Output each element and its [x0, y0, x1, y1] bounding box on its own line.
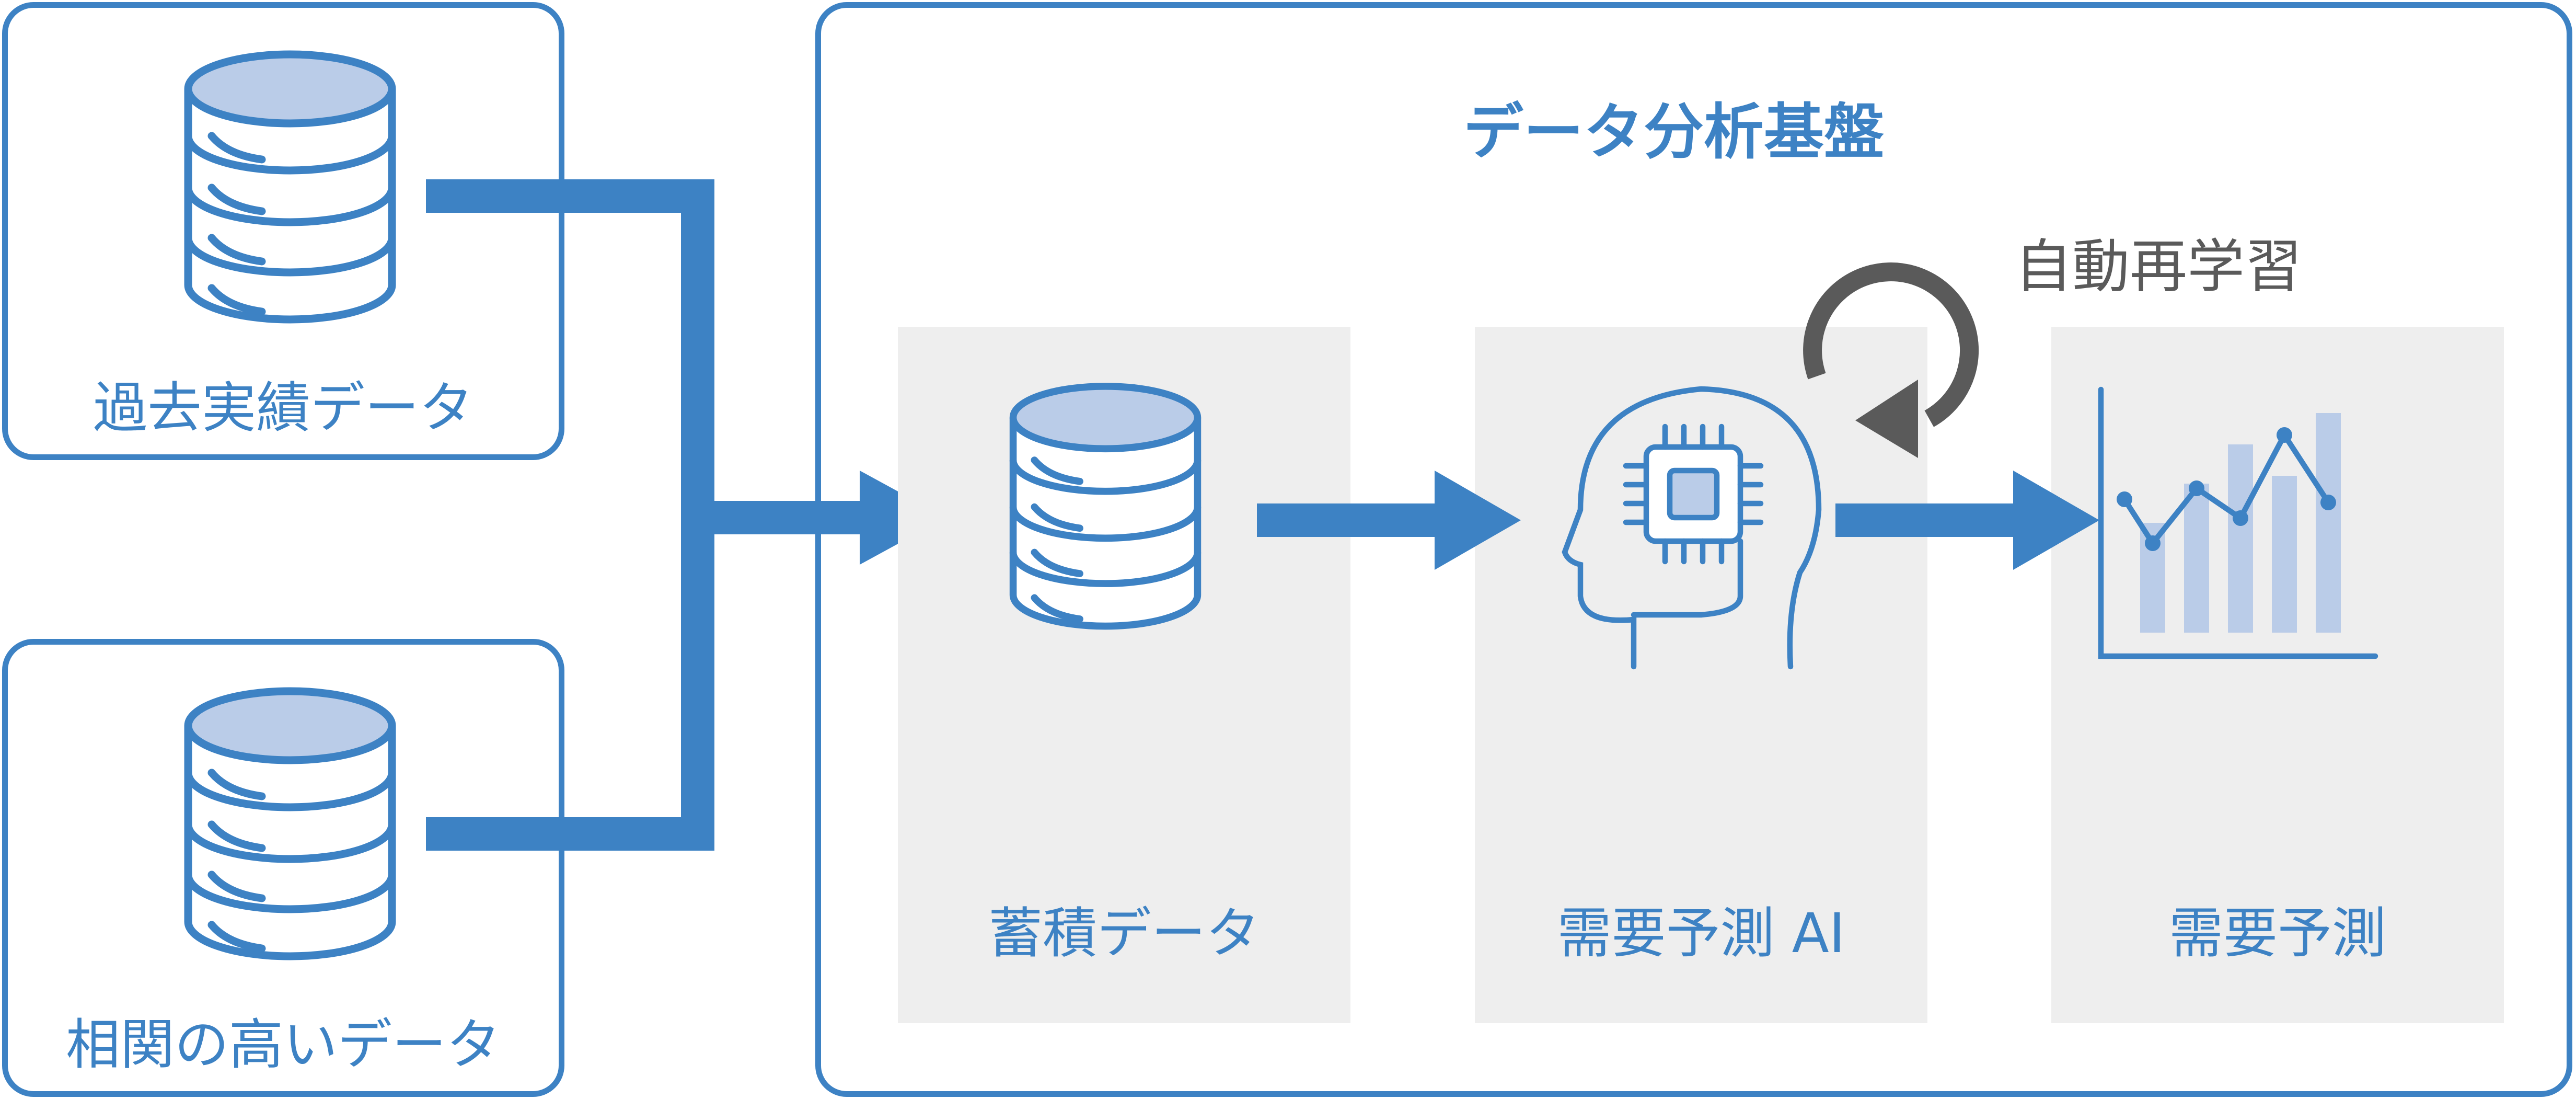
data-platform-box — [815, 2, 2572, 1097]
ai-head-chip-icon — [1562, 386, 1822, 670]
database-icon — [1009, 383, 1202, 630]
source-box-past-data: 過去実績データ — [2, 2, 564, 460]
database-icon — [184, 687, 396, 960]
cycle-arrow-icon — [1803, 262, 1979, 458]
forecast-point — [2233, 510, 2248, 526]
forecast-point — [2145, 535, 2161, 551]
forecast-bar — [2272, 476, 2297, 633]
forecast-chart-icon — [2098, 386, 2378, 659]
platform-title: データ分析基盤 — [1463, 97, 1885, 167]
forecast-point — [2277, 427, 2292, 443]
forecast-bar — [2228, 444, 2253, 633]
source-box-correlated-data: 相関の高いデータ — [2, 639, 564, 1097]
flow-arrow — [1835, 471, 2099, 570]
database-icon — [184, 50, 396, 324]
retrain-label: 自動再学習 — [2015, 233, 2302, 300]
forecast-point — [2320, 495, 2336, 510]
forecast-bar — [2184, 484, 2209, 633]
forecast-bar — [2316, 413, 2341, 633]
forecast-point — [2189, 480, 2204, 496]
forecast-point — [2117, 491, 2132, 507]
flow-arrow — [1257, 471, 1521, 570]
stage-label: 蓄積データ — [988, 901, 1260, 965]
stage-label: 需要予測 AI — [1557, 901, 1845, 965]
stage-label: 需要予測 — [2168, 901, 2386, 965]
source-label: 相関の高いデータ — [65, 1013, 501, 1077]
source-label: 過去実績データ — [93, 376, 473, 440]
